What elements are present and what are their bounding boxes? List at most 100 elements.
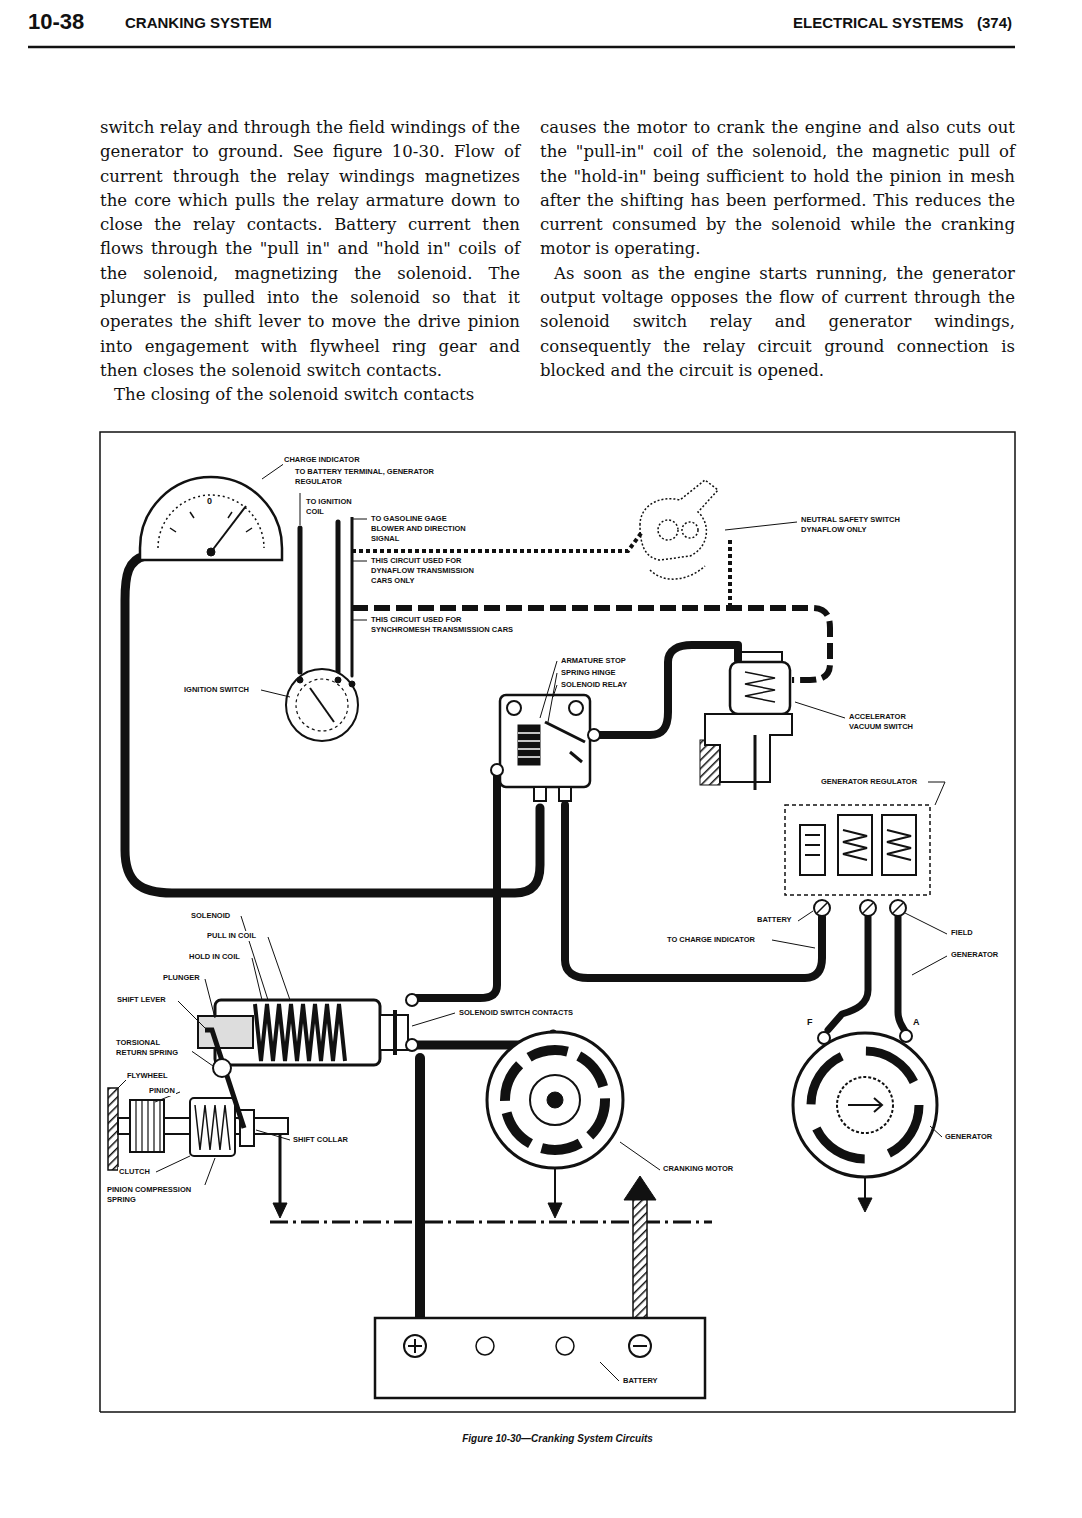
drive-assembly bbox=[213, 1059, 231, 1077]
callout-label: ARMATURE STOP bbox=[560, 656, 627, 666]
neutral-safety-switch bbox=[658, 520, 678, 540]
leader-line bbox=[795, 702, 845, 718]
callout-label: GENERATOR REGULATOR bbox=[820, 777, 918, 787]
leader-line bbox=[262, 463, 285, 479]
battery bbox=[629, 1335, 651, 1357]
leader-line bbox=[352, 620, 367, 621]
text-column: causes the motor to crank the engine and… bbox=[540, 116, 1015, 383]
body-paragraph: The closing of the solenoid switch conta… bbox=[100, 383, 520, 407]
leader-line bbox=[256, 1130, 290, 1140]
leader-line bbox=[928, 782, 945, 805]
callout-label: TO GASOLINE GAGE BLOWER AND DIRECTION SI… bbox=[370, 514, 482, 544]
solenoid-relay bbox=[570, 752, 582, 762]
generator-regulator bbox=[882, 815, 916, 875]
callout-label: TO IGNITION COIL bbox=[305, 497, 369, 517]
callout-label: PINION bbox=[148, 1086, 176, 1096]
vacuum-switch bbox=[700, 740, 720, 785]
leader-line bbox=[178, 1001, 205, 1028]
cranking-motor bbox=[548, 1203, 562, 1218]
leader-line bbox=[156, 1156, 190, 1172]
callout-label: ACCELERATOR VACUUM SWITCH bbox=[848, 712, 930, 732]
callout-label: GENERATOR bbox=[944, 1132, 993, 1142]
generator bbox=[793, 1033, 937, 1177]
header-rule bbox=[28, 47, 1015, 48]
generator-regulator bbox=[805, 835, 820, 855]
wire bbox=[898, 917, 905, 1031]
solenoid bbox=[393, 1010, 397, 1055]
leader-line bbox=[268, 937, 290, 1000]
body-paragraph: causes the motor to crank the engine and… bbox=[540, 116, 1015, 262]
solenoid bbox=[255, 1004, 345, 1061]
figure-caption: Figure 10-30—Cranking System Circuits bbox=[100, 1432, 1015, 1446]
generator bbox=[811, 1051, 919, 1159]
battery-cable-arrow bbox=[624, 1176, 656, 1200]
solenoid bbox=[406, 994, 418, 1006]
callout-label: SPRING HINGE bbox=[560, 668, 617, 678]
battery-cable-arrow bbox=[633, 1198, 647, 1333]
wire bbox=[828, 917, 868, 1030]
leader-line bbox=[114, 1080, 126, 1092]
gauge-number: 0 bbox=[206, 496, 213, 506]
callout-label: THIS CIRCUIT USED FOR SYNCHROMESH TRANSM… bbox=[370, 615, 522, 635]
solenoid-relay bbox=[500, 695, 590, 787]
generator-regulator bbox=[887, 830, 911, 860]
leader-line bbox=[548, 673, 557, 722]
solenoid-relay bbox=[569, 701, 583, 715]
battery bbox=[404, 1335, 426, 1357]
callout-label: TORSIONAL RETURN SPRING bbox=[115, 1038, 192, 1058]
ignition-switch bbox=[335, 677, 341, 683]
page-number: (374) bbox=[977, 13, 1012, 33]
callout-label: BATTERY bbox=[756, 915, 793, 925]
wire bbox=[415, 1058, 425, 1336]
callout-label: PLUNGER bbox=[162, 973, 201, 983]
callout-label: CRANKING MOTOR bbox=[662, 1164, 734, 1174]
wire bbox=[351, 512, 354, 676]
generator-regulator bbox=[785, 805, 930, 895]
generator-regulator bbox=[785, 805, 930, 916]
leader-line bbox=[252, 958, 262, 1000]
neutral-safety-switch bbox=[650, 566, 705, 579]
vacuum-switch bbox=[730, 662, 790, 714]
solenoid-relay bbox=[534, 787, 546, 801]
callout-label: THIS CIRCUIT USED FOR DYNAFLOW TRANSMISS… bbox=[370, 556, 492, 586]
callout-label: NEUTRAL SAFETY SWITCH DYNAFLOW ONLY bbox=[800, 515, 927, 535]
generator-regulator bbox=[817, 903, 903, 913]
cranking-motor bbox=[547, 1092, 563, 1108]
callout-label: CHARGE INDICATOR bbox=[283, 455, 361, 465]
generator bbox=[900, 1030, 912, 1042]
drive-assembly bbox=[273, 1203, 287, 1218]
solenoid-relay bbox=[559, 787, 571, 801]
cranking-motor bbox=[554, 1168, 556, 1205]
callout-label: GENERATOR bbox=[950, 950, 999, 960]
charge-indicator bbox=[158, 495, 264, 548]
leader-line bbox=[352, 519, 367, 520]
leader-line bbox=[725, 522, 797, 530]
generator bbox=[793, 1030, 937, 1212]
drive-assembly bbox=[205, 1030, 244, 1128]
drive-assembly bbox=[130, 1100, 164, 1152]
solenoid bbox=[198, 994, 418, 1065]
generator bbox=[858, 1198, 872, 1212]
leader-line bbox=[798, 911, 813, 921]
leader-line bbox=[114, 463, 947, 1381]
solenoid bbox=[406, 1039, 418, 1051]
generator bbox=[837, 1077, 893, 1133]
battery bbox=[556, 1337, 574, 1355]
vacuum-switch bbox=[738, 652, 782, 662]
generator-regulator bbox=[843, 830, 867, 860]
text-column: switch relay and through the field windi… bbox=[100, 116, 520, 408]
dynaflow-circuit bbox=[728, 540, 732, 606]
leader-line bbox=[620, 1142, 660, 1170]
generator bbox=[818, 1032, 830, 1044]
generator-regulator bbox=[838, 815, 872, 875]
battery bbox=[375, 1318, 705, 1398]
generator-regulator bbox=[800, 825, 825, 875]
cranking-motor bbox=[487, 1032, 623, 1218]
callout-label: FLYWHEEL bbox=[126, 1071, 169, 1081]
vacuum-switch bbox=[705, 714, 792, 782]
vacuum-switch bbox=[745, 672, 775, 702]
callout-label: TO BATTERY TERMINAL, GENERATOR REGULATOR bbox=[294, 467, 436, 487]
callout-label: IGNITION SWITCH bbox=[183, 685, 250, 695]
figure-frame bbox=[100, 432, 1015, 1412]
